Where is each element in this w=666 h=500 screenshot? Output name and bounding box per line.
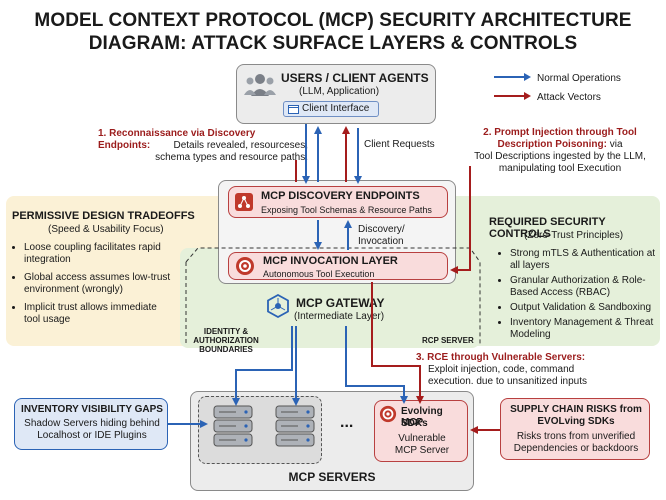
evolving-body1: Vulnerable bbox=[398, 433, 446, 444]
diagram-title-line1: MODEL CONTEXT PROTOCOL (MCP) SECURITY AR… bbox=[34, 10, 632, 31]
permissive-list: Loose coupling facilitates rapid integra… bbox=[12, 242, 174, 332]
gear-icon bbox=[379, 405, 397, 423]
discovery-invocation-label: Discovery/ Invocation bbox=[358, 224, 405, 247]
users-group-icon bbox=[244, 74, 276, 96]
supply-title2: EVOLving SDKs bbox=[537, 416, 615, 427]
mcp-discovery-endpoints-box: MCP DISCOVERY ENDPOINTS Exposing Tool Sc… bbox=[228, 186, 448, 218]
supply-chain-risks-box: SUPPLY CHAIN RISKS from EVOLving SDKs Ri… bbox=[500, 398, 650, 460]
legend-attack-arrow-icon bbox=[494, 92, 531, 100]
attack2-text: 2. Prompt Injection through Tool Descrip… bbox=[460, 127, 660, 175]
mcp-invocation-layer-box: MCP INVOCATION LAYER Autonomous Tool Exe… bbox=[228, 252, 448, 280]
controls-list: Strong mTLS & Authentication at all laye… bbox=[498, 248, 660, 344]
discovery-subtitle: Exposing Tool Schemas & Resource Paths bbox=[261, 205, 432, 215]
legend-normal-arrow-icon bbox=[494, 73, 531, 81]
supply-body1: Risks trons from unverified bbox=[516, 431, 636, 442]
client-interface-label: Client Interface bbox=[302, 103, 370, 114]
inventory-body1: Shadow Servers hiding behind bbox=[24, 418, 160, 429]
users-subtitle: (LLM, Application) bbox=[299, 86, 380, 97]
discovery-title: MCP DISCOVERY ENDPOINTS bbox=[261, 190, 420, 202]
attack2-title2: Description Poisoning: bbox=[497, 139, 607, 150]
legend-attack-label: Attack Vectors bbox=[537, 92, 601, 103]
attack2-title1: 2. Prompt Injection through Tool bbox=[483, 127, 637, 138]
discovery-network-icon bbox=[235, 193, 253, 211]
client-interface-button[interactable]: Client Interface bbox=[283, 101, 379, 117]
evolving-title1: Evolving MCP bbox=[401, 406, 443, 428]
mcp-servers-label: MCP SERVERS bbox=[288, 470, 376, 484]
attack3-title: 3. RCE through Vulnerable Servers: bbox=[416, 352, 586, 363]
identity-boundaries-label: IDENTITY & AUTHORIZATION BOUNDARIES bbox=[193, 327, 259, 354]
gateway-title: MCP GATEWAY bbox=[296, 296, 385, 310]
permissive-item: Loose coupling facilitates rapid integra… bbox=[24, 242, 174, 266]
controls-item: Output Validation & Sandboxing bbox=[510, 302, 660, 314]
server-icon bbox=[275, 405, 315, 447]
gateway-hub-icon bbox=[267, 294, 289, 318]
attack1-body1: Details revealed, resourceses, bbox=[173, 140, 308, 151]
attack1-body2: schema types and resource paths. bbox=[155, 152, 308, 163]
users-title: USERS / CLIENT AGENTS bbox=[281, 71, 429, 85]
permissive-title: PERMISSIVE DESIGN TRADEOFFS bbox=[12, 210, 195, 222]
diagram-title-line2: DIAGRAM: ATTACK SURFACE LAYERS & CONTROL… bbox=[88, 33, 578, 54]
window-icon bbox=[288, 105, 299, 114]
more-servers-ellipsis: ... bbox=[340, 414, 354, 431]
invocation-title: MCP INVOCATION LAYER bbox=[263, 255, 398, 267]
gateway-subtitle: (Intermediate Layer) bbox=[294, 311, 385, 322]
attack1-title: 1. Reconnaissance via Discovery Endpoint… bbox=[98, 128, 256, 151]
attack3-body2: execution. due to unsanitized inputs bbox=[428, 376, 587, 387]
evolving-body2: MCP Server bbox=[394, 445, 450, 456]
attack2-title2-tail: via bbox=[606, 139, 623, 150]
gear-icon bbox=[236, 257, 254, 275]
attack3-body1: Exploit injection, code, command bbox=[428, 364, 575, 375]
legend-normal-label: Normal Operations bbox=[537, 73, 621, 84]
permissive-subtitle: (Speed & Usability Focus) bbox=[48, 224, 164, 235]
permissive-item: Global access assumes low-trust environm… bbox=[24, 272, 174, 296]
users-client-agents-box: USERS / CLIENT AGENTS (LLM, Application)… bbox=[236, 64, 436, 124]
client-requests-label: Client Requests bbox=[364, 139, 435, 150]
server-icon bbox=[213, 405, 253, 447]
permissive-item: Implicit trust allows immediate tool usa… bbox=[24, 302, 174, 326]
evolving-sdk-server-box: Evolving MCP SDKs Vulnerable MCP Server bbox=[374, 400, 468, 462]
supply-title1: SUPPLY CHAIN RISKS from bbox=[510, 404, 642, 415]
invocation-subtitle: Autonomous Tool Execution bbox=[263, 269, 375, 279]
evolving-title2: SDKs bbox=[401, 418, 428, 429]
controls-subtitle: (Zero-Trust Principles) bbox=[524, 230, 624, 241]
controls-item: Inventory Management & Threat Modeling bbox=[510, 317, 660, 341]
controls-title: REQUIRED SECURITY CONTROLS bbox=[489, 216, 606, 240]
inventory-body2: Localhost or IDE Plugins bbox=[37, 430, 147, 441]
rcp-server-label: RCP SERVER bbox=[422, 336, 474, 345]
inventory-gaps-box: INVENTORY VISIBILITY GAPS Shadow Servers… bbox=[14, 398, 168, 450]
supply-body2: Dependencies or backdoors bbox=[513, 443, 639, 454]
inventory-title: INVENTORY VISIBILITY GAPS bbox=[21, 404, 163, 415]
attack2-body1: Tool Descriptions ingested by the LLM, bbox=[474, 151, 646, 162]
attack2-body2: manipulating tool Execution bbox=[498, 163, 622, 174]
controls-item: Strong mTLS & Authentication at all laye… bbox=[510, 248, 660, 272]
controls-item: Granular Authorization & Role-Based Acce… bbox=[510, 275, 660, 299]
